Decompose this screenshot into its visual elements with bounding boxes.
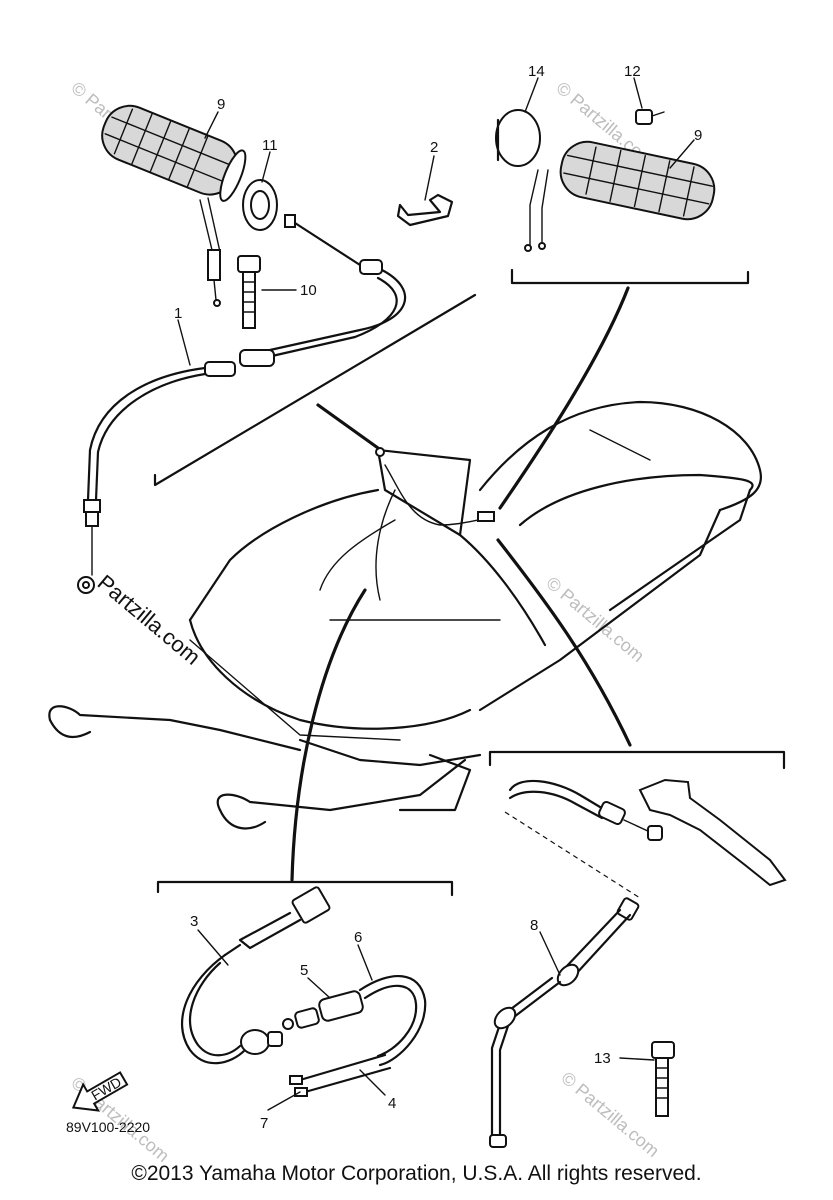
callout-7: 7 (260, 1115, 268, 1132)
callout-2: 2 (430, 139, 438, 156)
diagram-code: 89V100-2220 (66, 1119, 150, 1135)
cable-6 (358, 975, 427, 1067)
callout-13: 13 (594, 1050, 611, 1067)
snowmobile-body (48, 400, 763, 830)
callout-4: 4 (388, 1095, 396, 1112)
callout-10: 10 (300, 282, 317, 299)
harness-4 (289, 1053, 392, 1097)
watermark-faint-5: © Partzilla.com (557, 1068, 663, 1161)
callout-8: 8 (530, 917, 538, 934)
cap-14 (495, 109, 541, 167)
watermark: Partzilla.com (93, 570, 206, 670)
screw-12 (635, 109, 665, 125)
callout-12: 12 (624, 63, 641, 80)
grip-left (101, 104, 247, 202)
brake-lever (638, 778, 787, 887)
bottom-right-brake-assembly (488, 750, 787, 1148)
tie-strap-13 (651, 1041, 675, 1117)
callout-leaders (177, 77, 695, 1111)
clip-2 (396, 193, 454, 227)
throttle-cable-1 (77, 214, 407, 594)
callout-14: 14 (528, 63, 545, 80)
brake-cable-8 (489, 897, 640, 1148)
switch-3 (181, 886, 331, 1065)
callout-1: 1 (174, 305, 182, 322)
callout-5: 5 (300, 962, 308, 979)
callout-3: 3 (190, 913, 198, 930)
left-handlebar-grip-assembly (77, 104, 477, 594)
callout-6: 6 (354, 929, 362, 946)
part-5 (282, 990, 364, 1030)
callout-9-left: 9 (217, 96, 225, 113)
callout-11: 11 (262, 137, 278, 154)
callout-numbers: 9 11 2 10 1 14 12 9 3 6 5 4 7 8 13 (174, 63, 702, 1132)
bottom-left-switch-assembly: FWD 89V100-2220 (66, 880, 454, 1135)
copyright-notice: ©2013 Yamaha Motor Corporation, U.S.A. A… (131, 1162, 702, 1185)
callout-9-right: 9 (694, 127, 702, 144)
tie-strap-10 (237, 255, 261, 329)
